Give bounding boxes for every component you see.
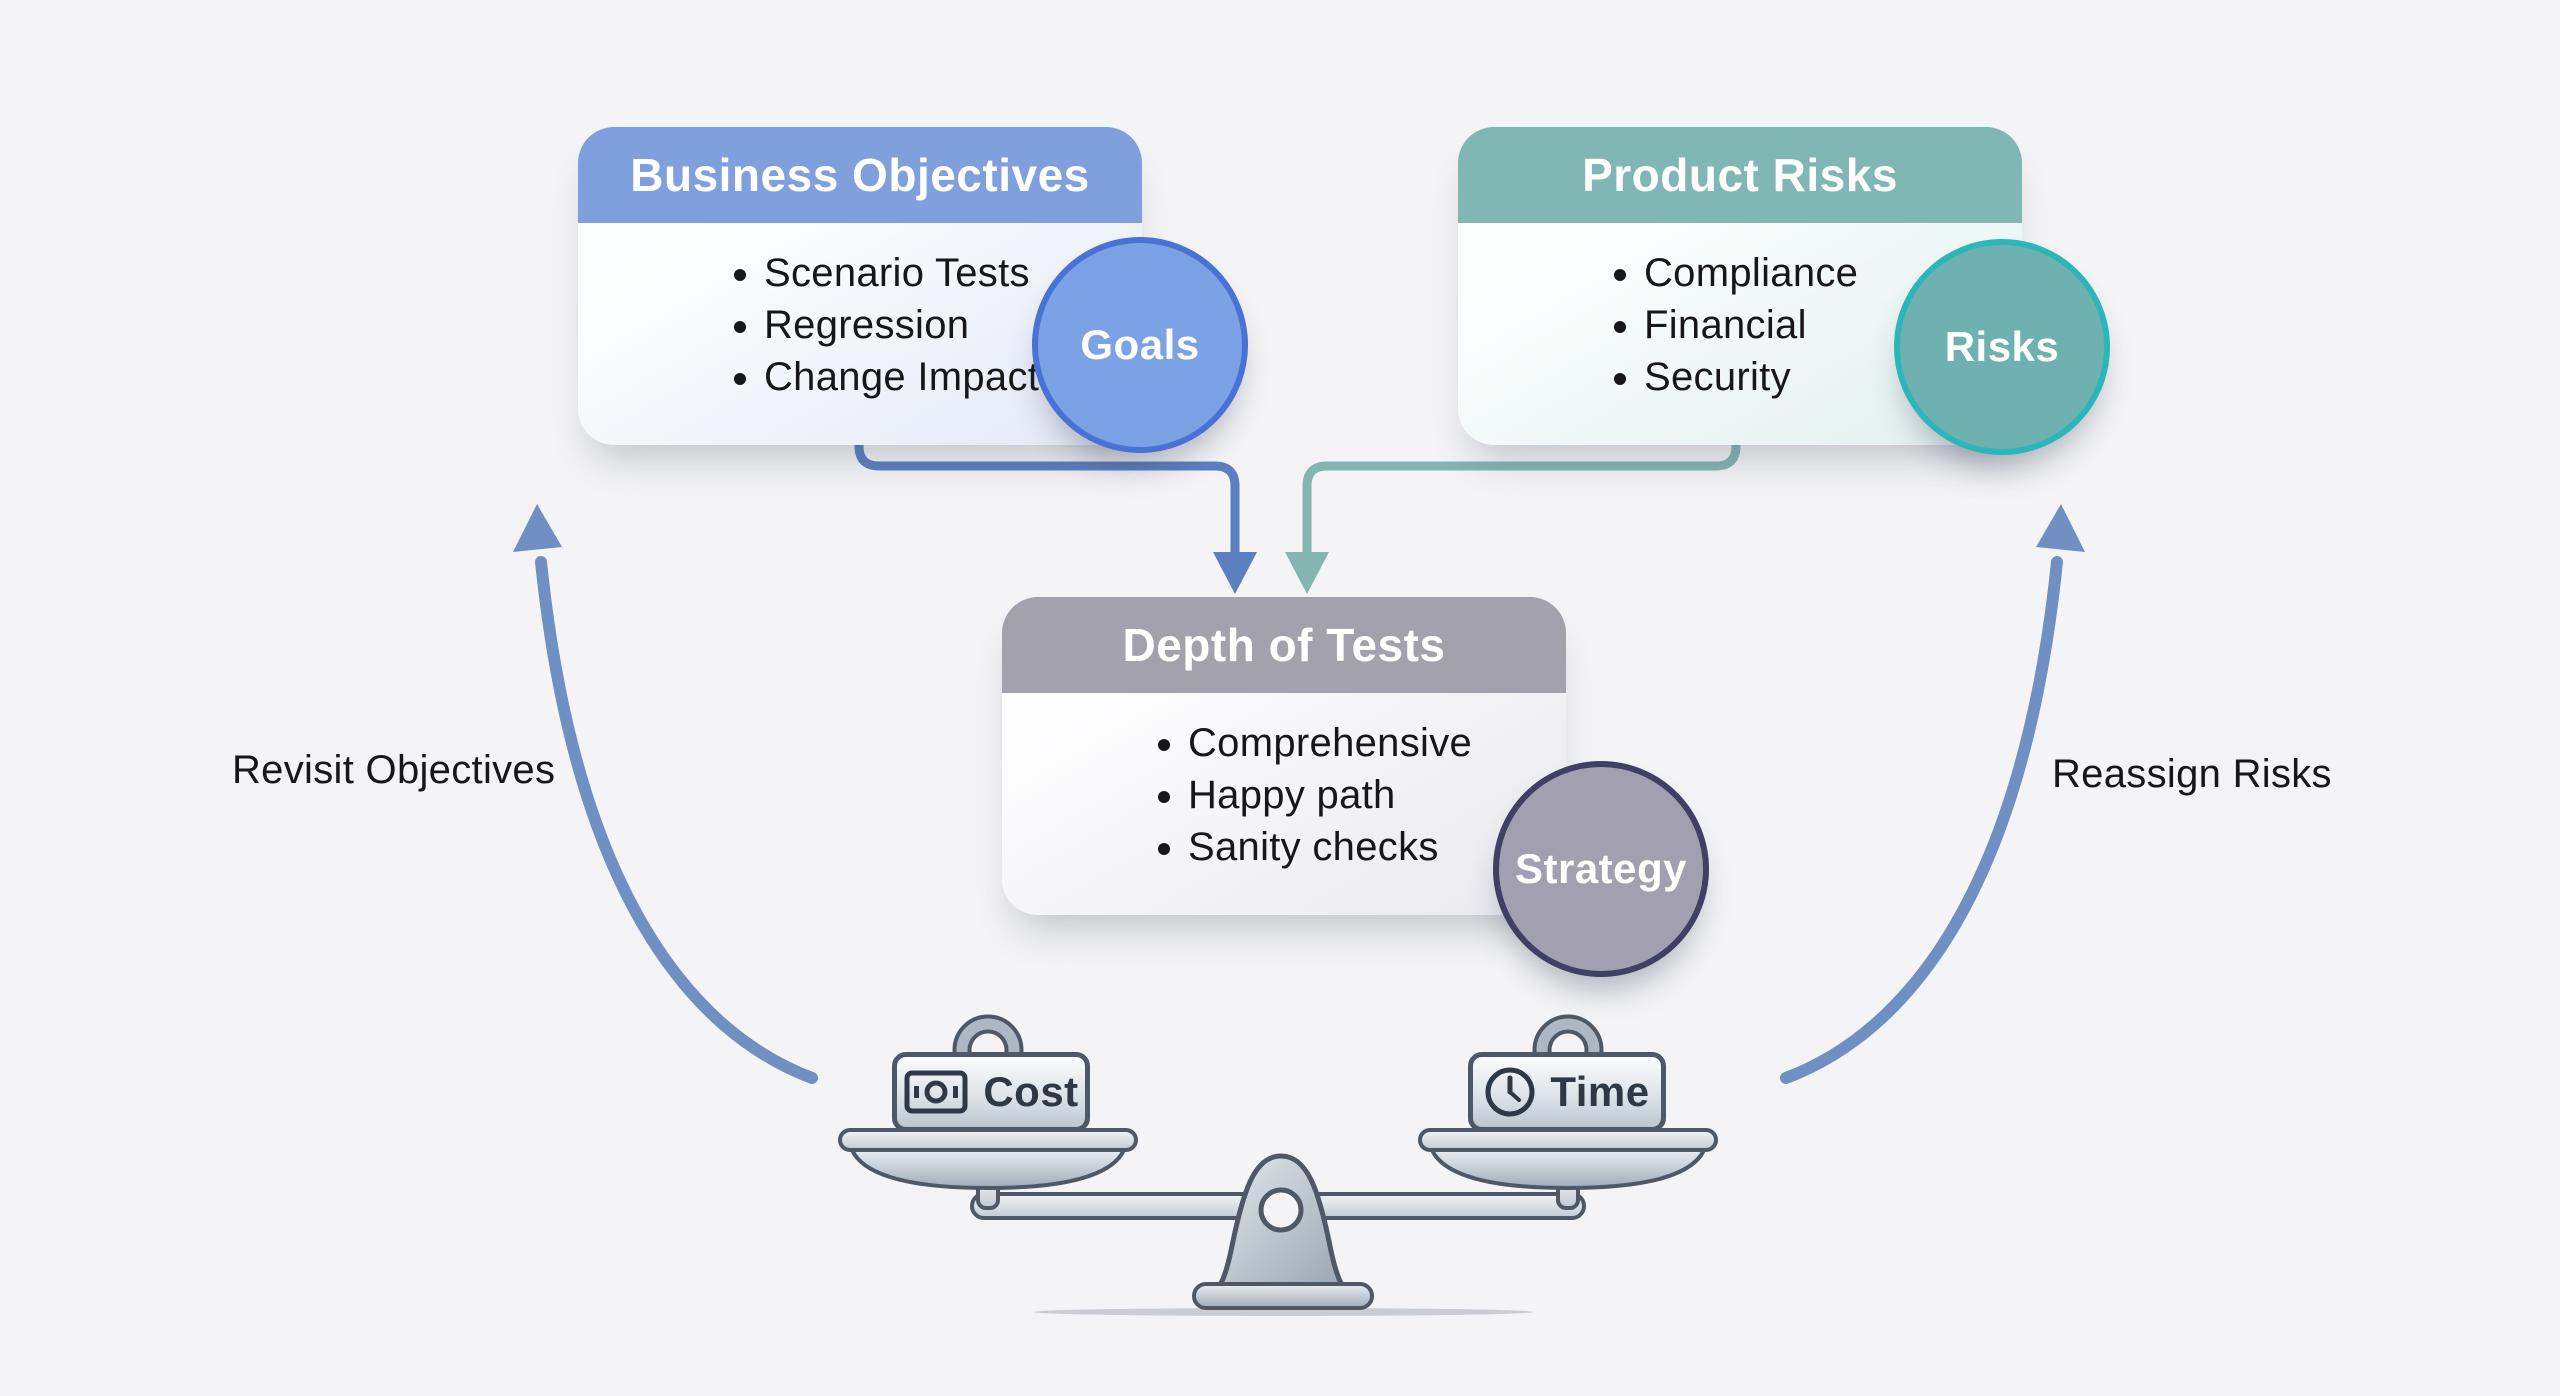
product-risks-card: Product Risks Compliance Financial Secur… — [1458, 127, 2022, 445]
depth-of-tests-body: Comprehensive Happy path Sanity checks — [1002, 693, 1566, 915]
bullet-item: Financial — [1644, 299, 2022, 351]
pan-right-bowl — [1430, 1148, 1706, 1190]
depth-of-tests-card: Depth of Tests Comprehensive Happy path … — [1002, 597, 1566, 915]
cost-label: Cost — [983, 1068, 1079, 1115]
card-title: Depth of Tests — [1122, 619, 1446, 671]
bullet-item: Change Impact — [764, 351, 1142, 403]
bullet-item: Comprehensive — [1188, 717, 1566, 769]
goals-badge: Goals — [1032, 237, 1248, 453]
time-label: Time — [1550, 1068, 1650, 1115]
bullet-item: Regression — [764, 299, 1142, 351]
revisit-objectives-label: Revisit Objectives — [232, 748, 556, 792]
card-title: Product Risks — [1582, 149, 1898, 201]
bullet-item: Happy path — [1188, 769, 1566, 821]
money-icon — [903, 1069, 969, 1115]
product-risks-header: Product Risks — [1458, 127, 2022, 223]
ground-shadow — [1033, 1308, 1533, 1316]
reassign-loop-arrow — [1780, 504, 2085, 1084]
scale-base — [1192, 1282, 1374, 1310]
depth-of-tests-header: Depth of Tests — [1002, 597, 1566, 693]
arrowhead-down-teal — [1285, 552, 1329, 594]
bullet-item: Sanity checks — [1188, 821, 1566, 873]
bullet-item: Security — [1644, 351, 2022, 403]
pan-left-bowl — [850, 1148, 1126, 1190]
arrowhead-down-blue — [1213, 552, 1257, 594]
cost-weight: Cost — [892, 1052, 1090, 1132]
arrowhead-up-right — [2036, 504, 2085, 552]
pan-right-rim — [1418, 1128, 1718, 1152]
goals-to-depth-connector — [854, 425, 1257, 594]
time-weight: Time — [1468, 1052, 1666, 1132]
bullet-list: Comprehensive Happy path Sanity checks — [1002, 717, 1566, 873]
card-title: Business Objectives — [630, 149, 1090, 201]
clock-icon — [1484, 1066, 1536, 1118]
bullet-item: Compliance — [1644, 247, 2022, 299]
bullet-item: Scenario Tests — [764, 247, 1142, 299]
strategy-badge: Strategy — [1493, 761, 1709, 977]
arrowhead-up-left — [513, 504, 562, 552]
bullet-list: Compliance Financial Security — [1458, 247, 2022, 403]
fulcrum-hole — [1258, 1187, 1304, 1233]
bullet-list: Scenario Tests Regression Change Impact — [578, 247, 1142, 403]
risks-badge: Risks — [1894, 239, 2110, 455]
business-objectives-card: Business Objectives Scenario Tests Regre… — [578, 127, 1142, 445]
revisit-loop-arrow — [513, 504, 818, 1084]
pan-left-rim — [838, 1128, 1138, 1152]
business-objectives-header: Business Objectives — [578, 127, 1142, 223]
risks-to-depth-connector — [1285, 425, 1741, 594]
balance-scale — [838, 1014, 1718, 1316]
reassign-risks-label: Reassign Risks — [2052, 752, 2332, 796]
